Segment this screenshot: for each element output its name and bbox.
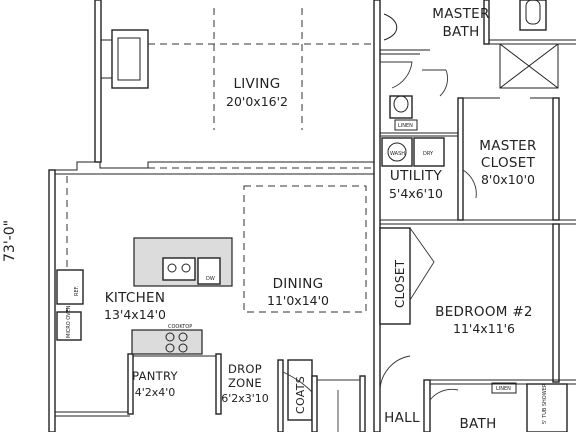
dry-label: DRY: [423, 151, 434, 157]
bath-label: BATH: [459, 416, 496, 432]
master-closet-label-1: MASTER: [479, 138, 536, 154]
drop-zone-label-2: ZONE: [228, 376, 262, 390]
cooktop-label: COOKTOP: [168, 324, 192, 330]
kitchen-dim: 13'4x14'0: [104, 307, 166, 322]
linen-label-1: LINEN: [398, 123, 413, 129]
master-bath-label-2: BATH: [442, 24, 479, 40]
fireplace: [101, 29, 149, 89]
bath-fixtures: [491, 382, 568, 432]
laundry-appliances: [381, 137, 445, 167]
dw-label: DW: [206, 276, 215, 282]
tub-shower-label: 5' TUB SHOWER: [542, 383, 548, 424]
living-label: LIVING: [233, 76, 280, 92]
coats-label: COATS: [294, 376, 307, 414]
bedroom2-dim: 11'4x11'6: [453, 321, 515, 336]
refrigerator: [56, 269, 84, 305]
door-swings: [282, 61, 477, 432]
overall-dimension: 73'-0": [2, 220, 18, 262]
living-bottom-wall: [55, 161, 374, 171]
closet-label: CLOSET: [393, 259, 407, 308]
linen-label-2: LINEN: [496, 386, 511, 392]
fixture-labels: LINEN LINEN WASH DRY REF. MICRO OVEN DW …: [66, 123, 548, 424]
cooktop: [131, 329, 203, 355]
ref-label: REF.: [74, 285, 80, 296]
drop-zone-dim: 6'2x3'10: [221, 392, 269, 405]
kitchen-fixtures: [56, 237, 233, 355]
master-bath-label-1: MASTER: [432, 6, 489, 22]
bedroom2-label: BEDROOM #2: [435, 304, 533, 320]
master-closet-dim: 8'0x10'0: [481, 172, 535, 187]
left-exterior-wall: [48, 169, 56, 432]
dining-label: DINING: [273, 276, 324, 292]
master-closet-left-wall: [457, 97, 464, 221]
master-closet-label-2: CLOSET: [481, 155, 536, 171]
utility-label: UTILITY: [390, 168, 443, 184]
pantry-label: PANTRY: [132, 369, 178, 383]
hall-label: HALL: [384, 410, 420, 426]
pantry-dim: 4'2x4'0: [135, 386, 176, 399]
dining-dim: 11'0x14'0: [267, 293, 329, 308]
center-vertical-wall: [373, 0, 381, 432]
micro-oven-label: MICRO OVEN: [66, 305, 72, 338]
wash-label: WASH: [390, 151, 405, 157]
utility-dim: 5'4x6'10: [389, 186, 443, 201]
master-bath-fixtures: [379, 0, 559, 131]
kitchen-label: KITCHEN: [105, 290, 166, 306]
room-labels: MASTER BATH LIVING 20'0x16'2 MASTER CLOS…: [2, 6, 536, 432]
living-left-wall: [94, 0, 102, 163]
living-dim: 20'0x16'2: [226, 94, 288, 109]
drop-zone-label-1: DROP: [228, 362, 262, 376]
walls: [48, 0, 576, 432]
